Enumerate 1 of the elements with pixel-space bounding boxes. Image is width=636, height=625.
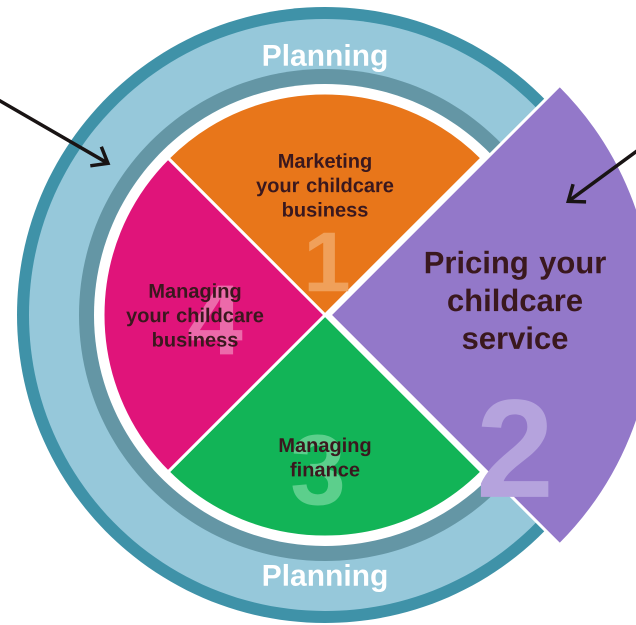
arrow bbox=[0, 96, 110, 168]
